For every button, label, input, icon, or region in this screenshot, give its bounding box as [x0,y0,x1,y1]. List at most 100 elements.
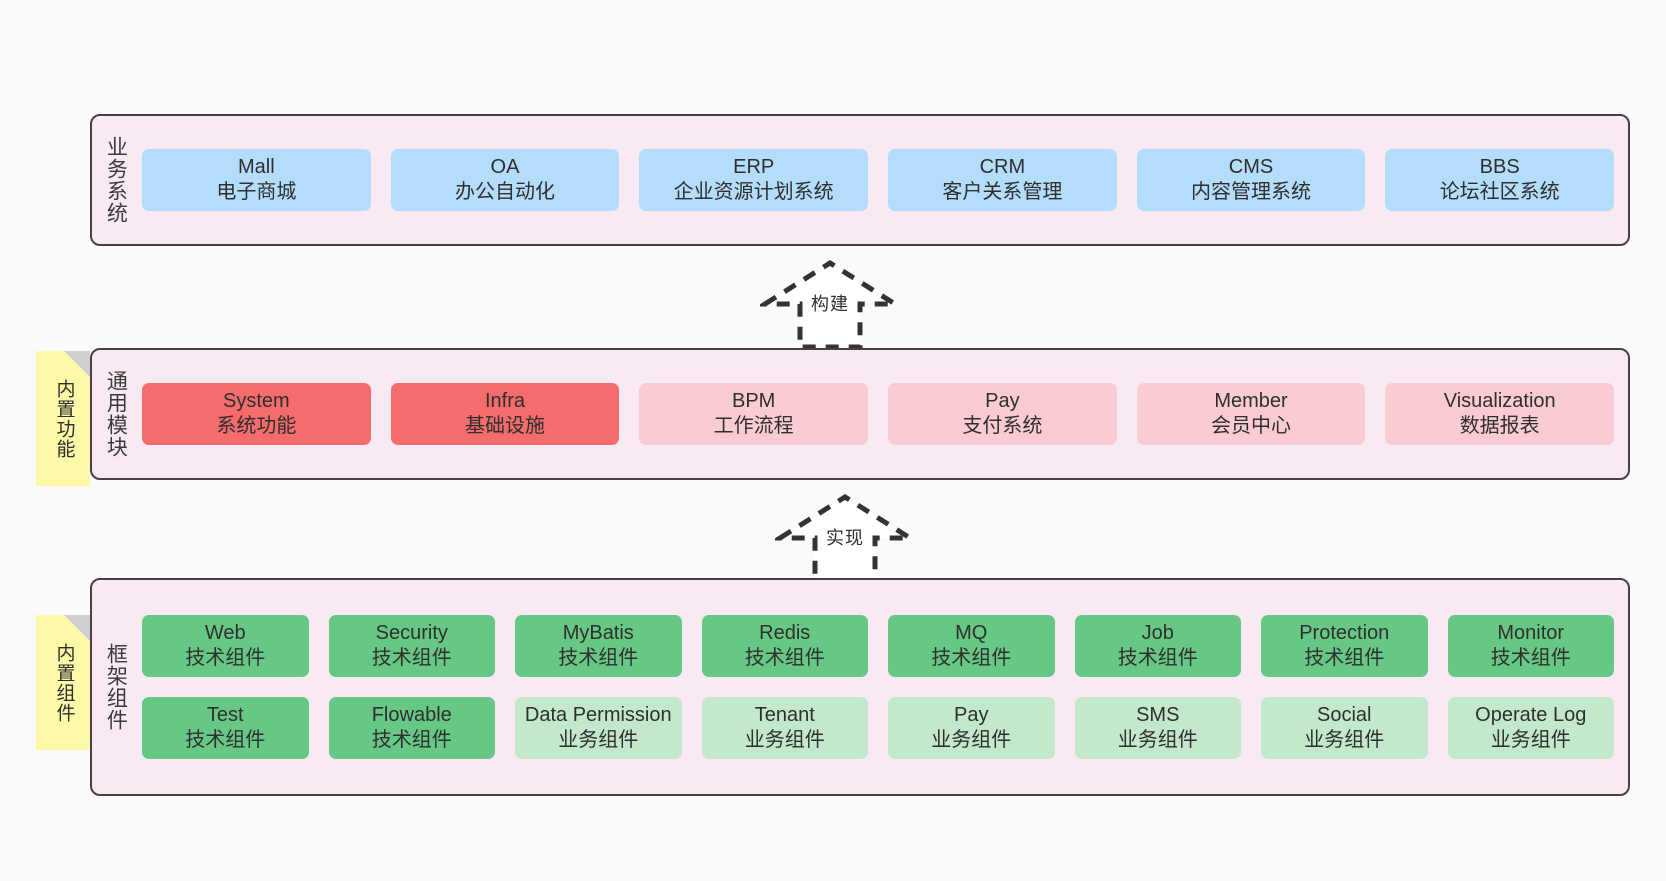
card-subtitle: 基础设施 [465,415,545,437]
card-oa[interactable]: OA 办公自动化 [390,148,620,212]
card-social[interactable]: Social 业务组件 [1261,697,1428,760]
card-subtitle: 支付系统 [962,415,1043,437]
card-title: Data Permission [524,704,672,726]
card-job[interactable]: Job 技术组件 [1074,614,1241,677]
card-subtitle: 业务组件 [1490,729,1571,752]
layer-common-module[interactable]: 通用模块 System 系统功能 Infra 基础设施 BPM 工作流程 Pay… [90,348,1630,480]
connector-implement-label: 实现 [826,528,864,548]
card-title: Pay [985,389,1020,412]
card-subtitle: 工作流程 [713,415,794,437]
folded-corner-icon [64,351,90,377]
layer-framework-component[interactable]: 框架组件 Web 技术组件 Security 技术组件 MyBatis 技术组件… [90,578,1630,796]
card-title: Web [204,621,246,644]
sticky-note-builtin-component[interactable]: 内置组件 [36,615,90,750]
connector-build: 构建 [760,258,900,352]
card-infra[interactable]: Infra 基础设施 [390,382,620,446]
card-system[interactable]: System 系统功能 [142,382,371,446]
card-subtitle: 技术组件 [1117,646,1198,669]
card-title: Security [375,621,448,644]
card-title: Infra [484,389,526,412]
card-test[interactable]: Test 技术组件 [142,697,309,760]
layer-business-system[interactable]: 业务系统 Mall 电子商城 OA 办公自动化 ERP 企业资源计划系统 CRM… [90,114,1630,246]
card-subtitle: 技术组件 [371,729,452,752]
card-subtitle: 论坛社区系统 [1439,181,1560,203]
card-title: Pay [954,704,989,726]
card-title: Monitor [1497,621,1565,644]
card-row: Mall 电子商城 OA 办公自动化 ERP 企业资源计划系统 CRM 客户关系… [142,148,1615,212]
card-subtitle: 业务组件 [931,729,1012,752]
card-subtitle: 业务组件 [744,729,825,752]
card-mq[interactable]: MQ 技术组件 [888,614,1055,677]
card-subtitle: 技术组件 [185,729,266,752]
card-row: System 系统功能 Infra 基础设施 BPM 工作流程 Pay 支付系统… [142,382,1615,446]
card-title: Job [1141,621,1174,644]
card-bbs[interactable]: BBS 论坛社区系统 [1385,148,1615,212]
card-pay-business[interactable]: Pay 业务组件 [888,697,1055,760]
card-title: Protection [1299,621,1390,644]
card-title: OA [490,155,520,178]
card-operate-log[interactable]: Operate Log 业务组件 [1447,697,1614,760]
layer-title-business-system: 业务系统 [104,136,128,224]
card-title: Flowable [371,704,452,726]
card-subtitle: 技术组件 [185,646,266,669]
card-title: Social [1317,704,1372,726]
card-subtitle: 办公自动化 [455,181,555,203]
layer-body-framework-component: Web 技术组件 Security 技术组件 MyBatis 技术组件 Redi… [138,580,1628,794]
connector-build-label: 构建 [811,294,849,314]
card-member[interactable]: Member 会员中心 [1136,382,1366,446]
card-monitor[interactable]: Monitor 技术组件 [1447,614,1614,677]
card-redis[interactable]: Redis 技术组件 [701,614,868,677]
card-bpm[interactable]: BPM 工作流程 [639,382,869,446]
card-visualization[interactable]: Visualization 数据报表 [1385,382,1615,446]
card-title: System [222,389,290,412]
card-subtitle: 业务组件 [1304,729,1385,752]
card-title: CMS [1228,155,1274,178]
card-title: MQ [955,621,988,644]
card-pay[interactable]: Pay 支付系统 [888,382,1117,446]
layer-title-common-module: 通用模块 [104,370,128,458]
card-erp[interactable]: ERP 企业资源计划系统 [639,148,869,212]
card-subtitle: 技术组件 [931,646,1012,669]
card-security[interactable]: Security 技术组件 [328,614,495,677]
layer-title-framework-component: 框架组件 [104,643,128,731]
card-title: MyBatis [562,621,634,644]
dashed-hollow-arrow-icon [760,260,900,350]
card-row: Web 技术组件 Security 技术组件 MyBatis 技术组件 Redi… [142,614,1614,677]
card-cms[interactable]: CMS 内容管理系统 [1136,148,1366,212]
card-subtitle: 技术组件 [371,646,452,669]
card-title: CRM [979,155,1026,178]
card-subtitle: 企业资源计划系统 [673,181,834,203]
card-mybatis[interactable]: MyBatis 技术组件 [515,614,682,677]
card-title: Test [206,704,244,726]
connector-implement: 实现 [775,492,915,586]
card-subtitle: 业务组件 [1117,729,1198,752]
card-sms[interactable]: SMS 业务组件 [1074,697,1241,760]
card-crm[interactable]: CRM 客户关系管理 [888,148,1117,212]
card-row: Test 技术组件 Flowable 技术组件 Data Permission … [142,697,1614,760]
card-title: Member [1214,389,1288,412]
card-subtitle: 业务组件 [558,729,639,752]
card-subtitle: 技术组件 [558,646,639,669]
sticky-note-label: 内置功能 [53,378,75,459]
card-subtitle: 技术组件 [1304,646,1385,669]
card-subtitle: 电子商城 [216,181,297,203]
card-subtitle: 内容管理系统 [1191,181,1312,203]
card-web[interactable]: Web 技术组件 [142,614,309,677]
folded-corner-icon [64,615,90,641]
card-flowable[interactable]: Flowable 技术组件 [328,697,495,760]
card-subtitle: 数据报表 [1459,415,1540,437]
layer-body-business-system: Mall 电子商城 OA 办公自动化 ERP 企业资源计划系统 CRM 客户关系… [138,116,1628,244]
card-data-permission[interactable]: Data Permission 业务组件 [515,697,682,760]
sticky-note-label: 内置组件 [53,642,75,723]
card-subtitle: 系统功能 [216,415,297,437]
card-title: Visualization [1443,389,1556,412]
card-protection[interactable]: Protection 技术组件 [1261,614,1428,677]
card-tenant[interactable]: Tenant 业务组件 [701,697,868,760]
dashed-hollow-arrow-icon [775,494,915,584]
card-title: SMS [1136,704,1180,726]
sticky-note-builtin-function[interactable]: 内置功能 [36,351,90,486]
card-title: BBS [1479,155,1520,178]
card-title: Operate Log [1475,704,1587,726]
card-mall[interactable]: Mall 电子商城 [142,148,371,212]
